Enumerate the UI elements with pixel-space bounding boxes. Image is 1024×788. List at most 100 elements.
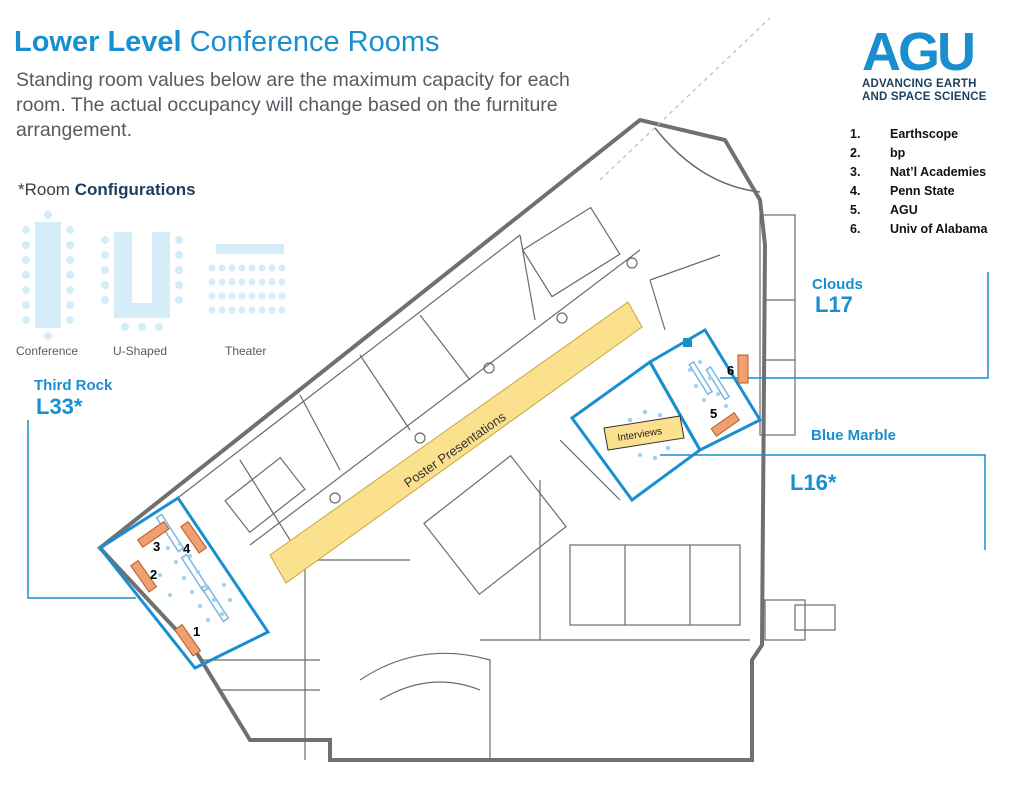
clouds-tables <box>688 360 731 401</box>
theater-seat <box>228 292 236 300</box>
stair <box>522 206 621 298</box>
sponsor-item: 5. AGU <box>850 203 1020 222</box>
theater-seat <box>268 278 276 286</box>
configurations-title: *Room Configurations <box>18 180 196 200</box>
sponsor-name: bp <box>890 146 906 160</box>
sponsor-name: Earthscope <box>890 127 959 141</box>
elevator-core <box>423 454 567 596</box>
clouds-leader-line <box>720 272 989 379</box>
sponsor-list: 1.Earthscope 2.bp 3.Nat’l Academies 4.Pe… <box>850 127 1020 241</box>
blue-marble-number: L16* <box>790 470 837 495</box>
column <box>414 432 426 444</box>
config-label-theater: Theater <box>225 344 267 358</box>
clouds-door-marker <box>683 338 692 347</box>
theater-seat <box>248 292 256 300</box>
sponsor-item: 4.Penn State <box>850 184 1020 203</box>
sponsor-number: 6. <box>850 222 861 236</box>
stair <box>764 599 806 641</box>
theater-seat <box>278 264 286 272</box>
sponsor-name: Penn State <box>890 184 955 198</box>
sponsor-number: 1. <box>850 127 861 141</box>
marker-2-label: 2 <box>150 567 157 582</box>
third-rock-number: L33* <box>36 394 83 419</box>
theater-seat <box>268 292 276 300</box>
sponsor-number: 3. <box>850 165 861 179</box>
wall <box>649 279 666 331</box>
theater-seat <box>268 306 276 314</box>
agu-wordmark: AGU <box>862 22 976 82</box>
marker-4-label: 4 <box>183 541 191 556</box>
column <box>556 312 568 324</box>
theater-seat <box>238 278 246 286</box>
page-title: Lower Level Conference Rooms <box>14 26 440 59</box>
u-shaped-config-icon <box>101 232 183 331</box>
sponsor-name: AGU <box>890 203 918 217</box>
theater-seat <box>228 306 236 314</box>
clouds-number: L17 <box>815 292 853 317</box>
marker-5-label: 5 <box>710 406 717 421</box>
third-rock-room <box>97 495 271 670</box>
theater-seat <box>238 292 246 300</box>
stair <box>794 604 836 631</box>
theater-seat <box>278 306 286 314</box>
dashed-line <box>599 17 771 181</box>
agu-tagline-2: AND SPACE SCIENCE <box>862 91 987 103</box>
theater-seat <box>218 264 226 272</box>
blue-marble-name: Blue Marble <box>811 427 897 444</box>
stair <box>224 456 306 534</box>
wall <box>239 459 291 541</box>
theater-seat <box>248 264 256 272</box>
theater-seat <box>258 292 266 300</box>
building-outline <box>97 117 768 762</box>
page-subtitle: Standing room values below are the maxim… <box>16 69 570 141</box>
third-rock-seats <box>158 542 232 622</box>
theater-seat <box>258 306 266 314</box>
title-light: Conference Rooms <box>189 26 440 58</box>
config-label-u-shaped: U-Shaped <box>113 344 168 358</box>
marker-6-label: 6 <box>727 363 734 378</box>
wall <box>559 439 621 501</box>
column <box>626 257 638 269</box>
curved-stair <box>379 681 481 701</box>
third-rock-leader-line <box>27 420 136 599</box>
poster-presentations-area <box>269 301 643 584</box>
theater-seat <box>238 306 246 314</box>
sponsor-item: 1. Earthscope <box>850 127 1020 146</box>
third-rock-name: Third Rock <box>34 377 113 394</box>
wall <box>174 234 521 501</box>
marker-3-label: 3 <box>153 539 160 554</box>
theater-config-icon <box>208 244 286 314</box>
theater-seat <box>208 306 216 314</box>
wall <box>519 234 536 321</box>
wall <box>249 249 641 546</box>
marker-6-rect <box>737 354 749 384</box>
marker-1-label: 1 <box>193 624 200 639</box>
sponsor-item: 6.Univ of Alabama <box>850 222 1020 241</box>
theater-seat <box>278 292 286 300</box>
wall <box>359 354 411 431</box>
column <box>483 362 495 374</box>
marker-1-rect <box>174 623 202 657</box>
configurations-prefix: *Room <box>18 180 70 199</box>
theater-seat <box>258 264 266 272</box>
restroom <box>569 544 741 626</box>
blue-marble-leader-line <box>660 454 986 550</box>
marker-4-rect <box>180 520 208 554</box>
column <box>329 492 341 504</box>
agu-logo: AGU ADVANCING EARTH AND SPACE SCIENCE <box>862 22 997 104</box>
theater-seat <box>238 264 246 272</box>
theater-seat <box>208 264 216 272</box>
sponsor-item: 3.Nat’l Academies <box>850 165 1020 184</box>
clouds-seats <box>688 360 728 414</box>
config-label-conference: Conference <box>16 344 79 358</box>
sponsor-number: 5. <box>850 203 861 217</box>
title-bold: Lower Level <box>14 26 182 58</box>
theater-seat <box>208 278 216 286</box>
theater-seat <box>228 264 236 272</box>
theater-seat <box>208 292 216 300</box>
theater-seat <box>218 278 226 286</box>
agu-tagline-1: ADVANCING EARTH <box>862 78 977 90</box>
theater-seat <box>258 278 266 286</box>
marker-3-rect <box>136 520 170 548</box>
